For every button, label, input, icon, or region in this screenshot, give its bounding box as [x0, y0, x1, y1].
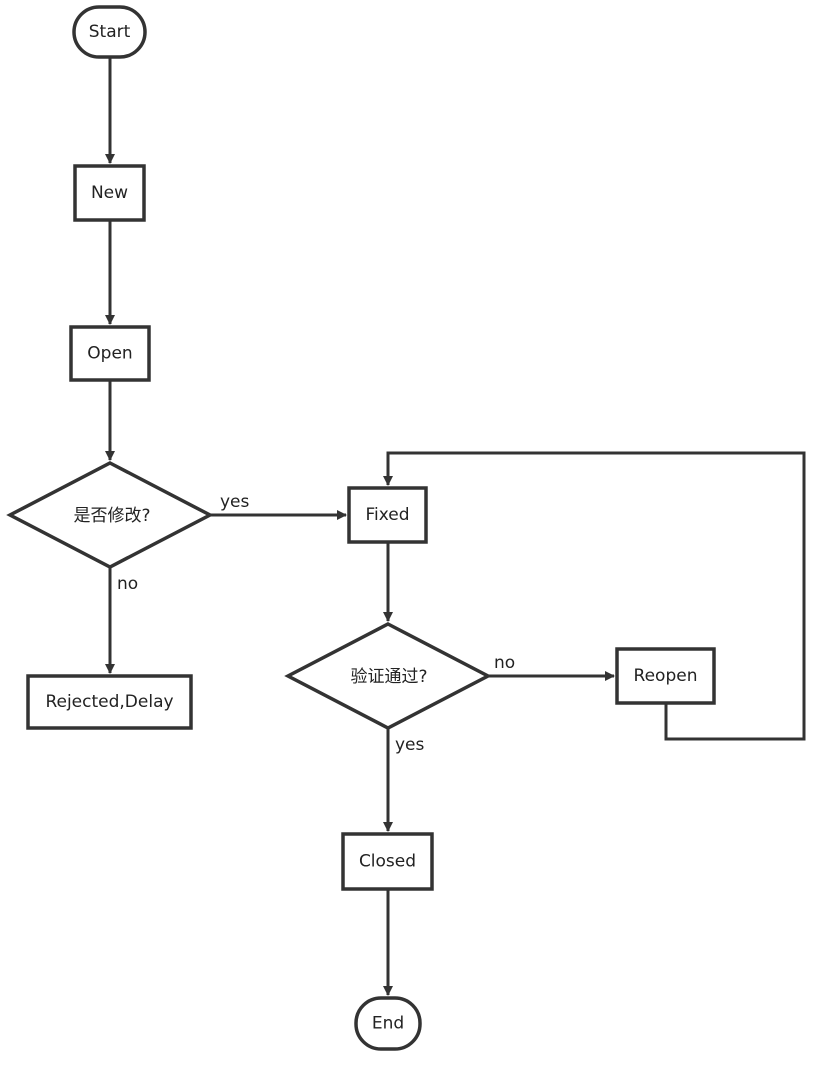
- node-reopen: Reopen: [615, 647, 716, 705]
- node-decision-modify-label: 是否修改?: [73, 506, 150, 526]
- node-fixed: Fixed: [347, 486, 428, 544]
- node-end-label: End: [372, 1014, 404, 1034]
- node-open: Open: [69, 325, 151, 382]
- node-reopen-label: Reopen: [634, 666, 698, 686]
- node-start: Start: [72, 5, 147, 59]
- label-verify-yes: yes: [395, 735, 425, 755]
- node-new-label: New: [91, 183, 128, 203]
- node-decision-verify-label: 验证通过?: [350, 667, 427, 687]
- node-rejected-label: Rejected,Delay: [45, 692, 173, 712]
- node-open-label: Open: [87, 344, 132, 364]
- node-decision-modify: 是否修改?: [6, 461, 214, 569]
- node-fixed-label: Fixed: [365, 505, 409, 525]
- label-modify-no: no: [117, 574, 138, 594]
- node-end: End: [354, 996, 422, 1051]
- node-decision-verify: 验证通过?: [284, 622, 492, 730]
- node-rejected: Rejected,Delay: [26, 674, 193, 730]
- node-closed: Closed: [341, 832, 434, 891]
- node-new: New: [73, 164, 146, 222]
- node-start-label: Start: [89, 22, 131, 42]
- edge-reopen-loop-to-fixed: [383, 451, 806, 741]
- label-modify-yes: yes: [220, 492, 250, 512]
- node-closed-label: Closed: [359, 852, 416, 872]
- label-verify-no: no: [494, 653, 515, 673]
